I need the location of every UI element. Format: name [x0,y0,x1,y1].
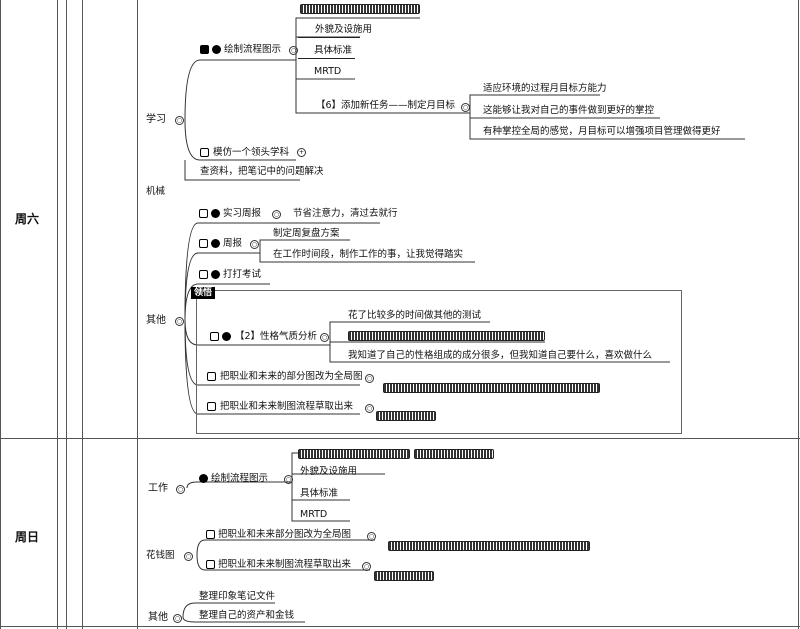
grid-line [57,0,58,629]
node-weekly-report: 实习周报 [223,208,262,219]
branch-label-mechanic: 机械 [146,186,166,197]
row-divider [0,438,800,439]
node-global-map: 把职业和未来的部分图改为全局图 [220,371,363,382]
node-imitate: 模仿一个领头学科 [213,147,290,158]
node-research: 查资料，把笔记中的问题解决 [200,166,324,177]
node-work-standard: 具体标准 [300,488,339,499]
node-goal-detail-3: 有种掌控全局的感觉，月目标可以增强项目管理做得更好 [483,126,721,137]
status-dot-icon [212,45,221,54]
expand-icon[interactable]: ○ [250,240,259,249]
node-goal-detail-1: 适应环境的过程月目标方能力 [483,83,607,94]
expand-icon[interactable]: ○ [289,46,298,55]
node-work-flowchart: 绘制流程图示 [211,473,269,484]
grid-line [798,0,799,629]
expand-icon[interactable]: ○ [175,116,184,125]
node-personality-insight: 我知道了自己的性格组成的成分很多，但我知道自己要什么，喜欢做什么 [348,350,653,361]
checkbox-icon[interactable] [199,239,208,248]
node-sun-extract-flow: 把职业和未来制图流程草取出来 [218,559,352,570]
branch-label-sun-other: 其他 [148,612,168,623]
node-save-attention: 节省注意力，清过去就行 [293,208,398,219]
expand-icon[interactable]: ○ [272,210,281,219]
grid-line [82,0,83,629]
status-dot-icon [222,332,231,341]
highlight-frame [196,290,682,434]
node-underline [298,37,360,38]
status-dot-icon [211,239,220,248]
node-underline [298,58,355,59]
expand-icon[interactable]: ○ [320,333,329,342]
node-weekly: 周报 [223,238,243,249]
node-flowchart: 绘制流程图示 [224,44,282,55]
node-review-plan: 制定周复盘方案 [273,228,340,239]
expand-icon[interactable]: ○ [176,485,185,494]
day-label-saturday: 周六 [15,212,40,226]
grid-line [0,0,1,629]
expand-icon[interactable]: ○ [367,532,376,541]
expand-icon[interactable]: ○ [365,374,374,383]
branch-label-work: 工作 [148,483,168,494]
insight-tag: 领悟 [191,287,216,299]
node-appearance: 外貌及设施用 [315,24,373,35]
node-extract-flow: 把职业和未来制图流程草取出来 [220,401,354,412]
checkbox-icon[interactable] [206,560,215,569]
expand-icon[interactable]: + [297,148,306,157]
node-personality-tests: 花了比较多的时间做其他的测试 [348,310,482,321]
node-exam: 打打考试 [223,269,262,280]
status-dot-icon [199,474,208,483]
branch-label-study: 学习 [146,114,166,125]
row-divider [0,626,800,627]
node-notes: 整理印象笔记文件 [199,591,276,602]
status-dot-icon [211,270,220,279]
redacted-text [298,449,410,459]
checkbox-icon[interactable] [207,402,216,411]
node-standard: 具体标准 [314,45,353,56]
checkbox-icon[interactable] [207,372,216,381]
expand-icon[interactable]: ○ [284,475,293,484]
day-label-sunday: 周日 [15,530,40,544]
expand-icon[interactable]: ○ [461,103,470,112]
node-monthly-goal: 【6】添加新任务——制定月目标 [316,100,456,111]
branch-label-other: 其他 [146,315,166,326]
node-work-mrtd: MRTD [300,509,328,520]
node-sun-global-map: 把职业和未来部分图改为全局图 [218,529,352,540]
checkbox-icon[interactable] [210,332,219,341]
node-personality: 【2】性格气质分析 [235,331,318,342]
checkbox-icon[interactable] [199,270,208,279]
node-goal-detail-2: 这能够让我对自己的事件做到更好的掌控 [483,105,655,116]
branch-label-flower: 花钱图 [146,550,175,561]
expand-icon[interactable]: ○ [365,404,374,413]
redacted-text [388,541,590,551]
node-work-time: 在工作时间段，制作工作的事，让我觉得踏实 [273,249,464,260]
expand-icon[interactable]: ○ [362,562,371,571]
grid-line [66,0,67,629]
checkbox-icon[interactable] [200,45,209,54]
redacted-text [414,449,494,459]
redacted-text [376,411,436,421]
grid-line [137,0,138,629]
expand-icon[interactable]: ○ [175,317,184,326]
node-mrtd: MRTD [314,66,342,77]
redacted-text [300,4,420,14]
node-assets: 整理自己的资产和金钱 [199,610,295,621]
checkbox-icon[interactable] [199,209,208,218]
checkbox-icon[interactable] [206,530,215,539]
redacted-text [383,383,600,393]
node-work-appearance: 外貌及设施用 [300,466,358,477]
expand-icon[interactable]: ○ [173,614,182,623]
checkbox-icon[interactable] [200,148,209,157]
redacted-text [374,571,434,581]
expand-icon[interactable]: ○ [184,552,193,561]
status-dot-icon [211,209,220,218]
redacted-text [348,331,545,341]
